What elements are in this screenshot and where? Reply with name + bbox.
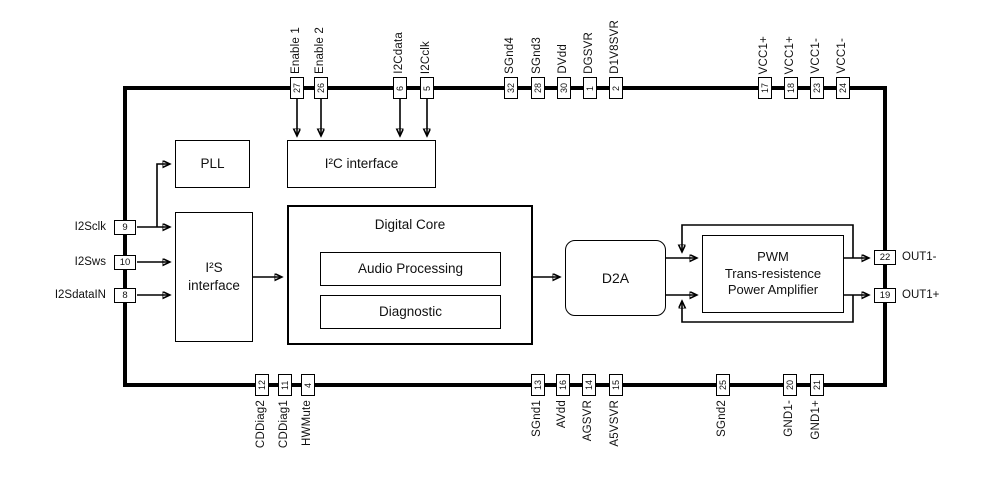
- pll-block: PLL: [175, 140, 250, 188]
- pin-13: 13: [531, 374, 545, 396]
- pin-28: 28: [531, 77, 545, 99]
- pin-26: 26: [314, 77, 328, 99]
- pin-28-label: SGnd3: [531, 37, 543, 74]
- top-pin-wires: [297, 99, 427, 135]
- diagnostic-block: Diagnostic: [320, 295, 501, 329]
- pin-16-label: AVdd: [556, 400, 568, 429]
- pin-22-label: OUT1-: [902, 251, 937, 263]
- pin-1-label: DGSVR: [583, 32, 595, 74]
- signal-path-wires: [253, 258, 868, 295]
- pin-24: 24: [836, 77, 850, 99]
- pin-12-label: CDDiag2: [255, 400, 267, 449]
- pin-21: 21: [810, 374, 824, 396]
- pin-23-label: VCC1-: [810, 38, 822, 74]
- pin-27-label: Enable 1: [290, 27, 302, 74]
- pin-9-label: I2Sclk: [74, 221, 106, 233]
- pin-23: 23: [810, 77, 824, 99]
- pin-18: 18: [784, 77, 798, 99]
- pin-6: 6: [393, 77, 407, 99]
- pin-6-label: I2Cdata: [393, 32, 405, 74]
- pin-32-label: SGnd4: [504, 37, 516, 74]
- pin-30: 30: [557, 77, 571, 99]
- pin-2: 2: [609, 77, 623, 99]
- pin-9: 9: [114, 220, 136, 235]
- left-pin-wires: [137, 164, 169, 295]
- pin-8: 8: [114, 288, 136, 303]
- pin-2-label: D1V8SVR: [609, 20, 621, 74]
- pin-30-label: DVdd: [557, 44, 569, 74]
- audio-processing-block: Audio Processing: [320, 252, 501, 286]
- pin-24-label: VCC1-: [836, 38, 848, 74]
- pin-4-label: HWMute: [301, 400, 313, 446]
- pin-8-label: I2SdataIN: [54, 289, 106, 301]
- pin-4: 4: [301, 374, 315, 396]
- pin-12: 12: [255, 374, 269, 396]
- pin-21-label: GND1+: [810, 400, 822, 440]
- pin-22: 22: [874, 250, 896, 265]
- pin-10-label: I2Sws: [74, 256, 106, 268]
- pin-1: 1: [583, 77, 597, 99]
- pwm-block: PWM Trans-resistence Power Amplifier: [702, 235, 844, 313]
- pin-5: 5: [420, 77, 434, 99]
- pin-17: 17: [758, 77, 772, 99]
- digital-core-label: Digital Core: [374, 217, 446, 232]
- pin-14: 14: [582, 374, 596, 396]
- pin-5-label: I2Cclk: [420, 40, 432, 74]
- pin-19: 19: [874, 288, 896, 303]
- pin-25: 25: [716, 374, 730, 396]
- pin-11-label: CDDiag1: [278, 400, 290, 449]
- pin-11: 11: [278, 374, 292, 396]
- pin-20-label: GND1-: [783, 400, 795, 437]
- i2s-interface-block: I²S interface: [175, 212, 253, 342]
- pin-25-label: SGnd2: [716, 400, 728, 437]
- pin-15-label: A5VSVR: [609, 400, 621, 447]
- pin-18-label: VCC1+: [784, 35, 796, 74]
- pin-32: 32: [504, 77, 518, 99]
- pin-15: 15: [609, 374, 623, 396]
- pin-14-label: AGSVR: [582, 400, 594, 442]
- pin-16: 16: [556, 374, 570, 396]
- pin-10: 10: [114, 255, 136, 270]
- pin-13-label: SGnd1: [531, 400, 543, 437]
- pin-27: 27: [290, 77, 304, 99]
- d2a-block: D2A: [565, 240, 666, 316]
- feedback-wires: [682, 224, 854, 323]
- pin-17-label: VCC1+: [758, 35, 770, 74]
- pin-20: 20: [783, 374, 797, 396]
- pin-19-label: OUT1+: [902, 289, 940, 301]
- pin-26-label: Enable 2: [314, 27, 326, 74]
- i2c-interface-block: I²C interface: [287, 140, 436, 188]
